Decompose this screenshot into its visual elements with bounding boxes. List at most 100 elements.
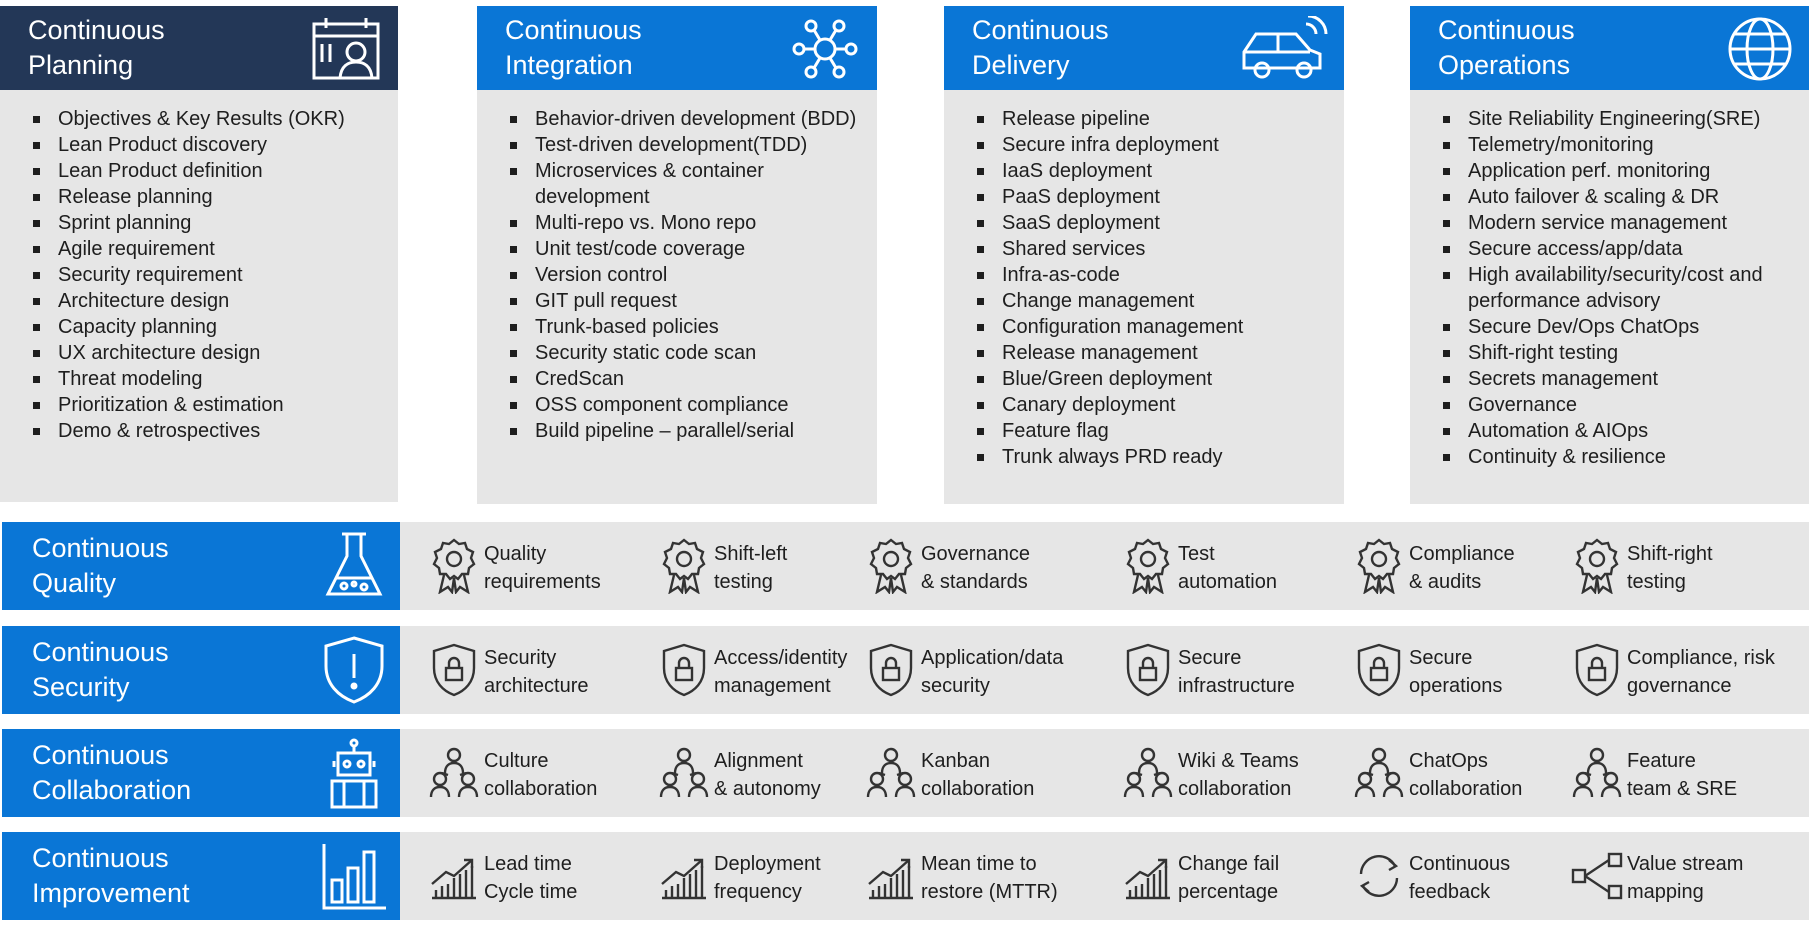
bullet-marker [33,428,40,435]
bullet-marker [1443,194,1450,201]
column-title-line1: Continuous [972,15,1109,45]
badge-ribbon-icon [658,538,710,594]
list-item-text: OSS component compliance [535,394,789,416]
list-item: Security static code scan [477,340,877,366]
list-item: Governance [1410,392,1809,418]
row-item-label-line1: Application/data [921,647,1064,669]
trend-chart-icon [1122,848,1174,904]
bullet-marker [977,324,984,331]
column-continuous-planning: Continuous Planning Objectives & Key Res… [0,6,398,502]
row-item-label: Governance& standards [921,540,1101,596]
list-item-text: Version control [535,264,668,286]
people-org-icon [1353,745,1405,801]
column-title-line2: Operations [1438,50,1571,80]
list-item-text: Release planning [58,186,213,208]
row-item-label-line2: collaboration [921,778,1035,800]
list-item: SaaS deployment [944,210,1344,236]
column-header: Continuous Integration [477,6,877,90]
row-item-label: Compliance& audits [1409,540,1589,596]
column-header: Continuous Operations [1410,6,1809,90]
list-item-text: Sprint planning [58,212,192,234]
list-item: Multi-repo vs. Mono repo [477,210,877,236]
row-item-label-line2: restore (MTTR) [921,881,1058,903]
shield-lock-icon [1571,642,1623,698]
row-title: Continuous Collaboration [32,738,272,808]
row-item-label-line1: Secure [1178,647,1242,669]
list-item: Lean Product discovery [0,132,398,158]
people-org-icon [658,745,710,801]
list-item: Configuration management [944,314,1344,340]
row-item-label: Alignment& autonomy [714,747,894,803]
bullet-marker [510,116,517,123]
list-item: Release management [944,340,1344,366]
bullet-marker [510,402,517,409]
row-item-label-line1: Continuous [1409,853,1511,875]
bullet-marker [1443,428,1450,435]
row-item-label-line1: Security [484,647,557,669]
list-item-text: Architecture design [58,290,230,312]
row-header: Continuous Security [2,626,400,714]
list-item-text: Feature flag [1002,420,1109,442]
row-title-line1: Continuous [32,637,169,667]
shield-lock-icon [428,642,480,698]
trend-chart-icon [428,848,480,904]
bullet-marker [1443,402,1450,409]
list-item: Trunk always PRD ready [944,444,1344,470]
row-title-line1: Continuous [32,843,169,873]
row-item-label-line1: Mean time to [921,853,1037,875]
bullet-marker [977,350,984,357]
badge-ribbon-icon [1353,538,1405,594]
list-item-text: Configuration management [1002,316,1244,338]
list-item: Feature flag [944,418,1344,444]
refresh-arrows-icon [1353,848,1405,904]
list-item: Canary deployment [944,392,1344,418]
bullet-marker [510,246,517,253]
row-item-label-line1: Alignment [714,750,803,772]
row-item-label-line1: ChatOps [1409,750,1488,772]
shield-lock-icon [658,642,710,698]
row-item-label-line2: requirements [484,571,601,593]
bullet-marker [510,142,517,149]
list-item: Trunk-based policies [477,314,877,340]
list-item-text: High availability/security/cost and perf… [1468,264,1763,312]
bullet-marker [33,298,40,305]
list-item-text: Shared services [1002,238,1146,260]
row-item-label-line2: mapping [1627,881,1704,903]
bullet-marker [33,220,40,227]
bullet-marker [33,324,40,331]
bullet-marker [977,272,984,279]
bullet-marker [977,454,984,461]
row-title: Continuous Security [32,635,272,705]
trend-chart-icon [658,848,710,904]
list-item-text: Governance [1468,394,1577,416]
network-hub-icon [787,16,863,82]
list-item: Release planning [0,184,398,210]
connected-car-icon [1242,16,1330,82]
list-item-text: UX architecture design [58,342,261,364]
badge-ribbon-icon [865,538,917,594]
list-item-text: Secure Dev/Ops ChatOps [1468,316,1700,338]
list-item-text: Release management [1002,342,1198,364]
list-item: Architecture design [0,288,398,314]
badge-ribbon-icon [428,538,480,594]
list-item-text: Trunk always PRD ready [1002,446,1223,468]
bullet-marker [1443,116,1450,123]
list-item-text: IaaS deployment [1002,160,1153,182]
row-item-label-line2: team & SRE [1627,778,1738,800]
people-org-icon [1571,745,1623,801]
column-title-line1: Continuous [1438,15,1575,45]
list-item-text: Unit test/code coverage [535,238,746,260]
